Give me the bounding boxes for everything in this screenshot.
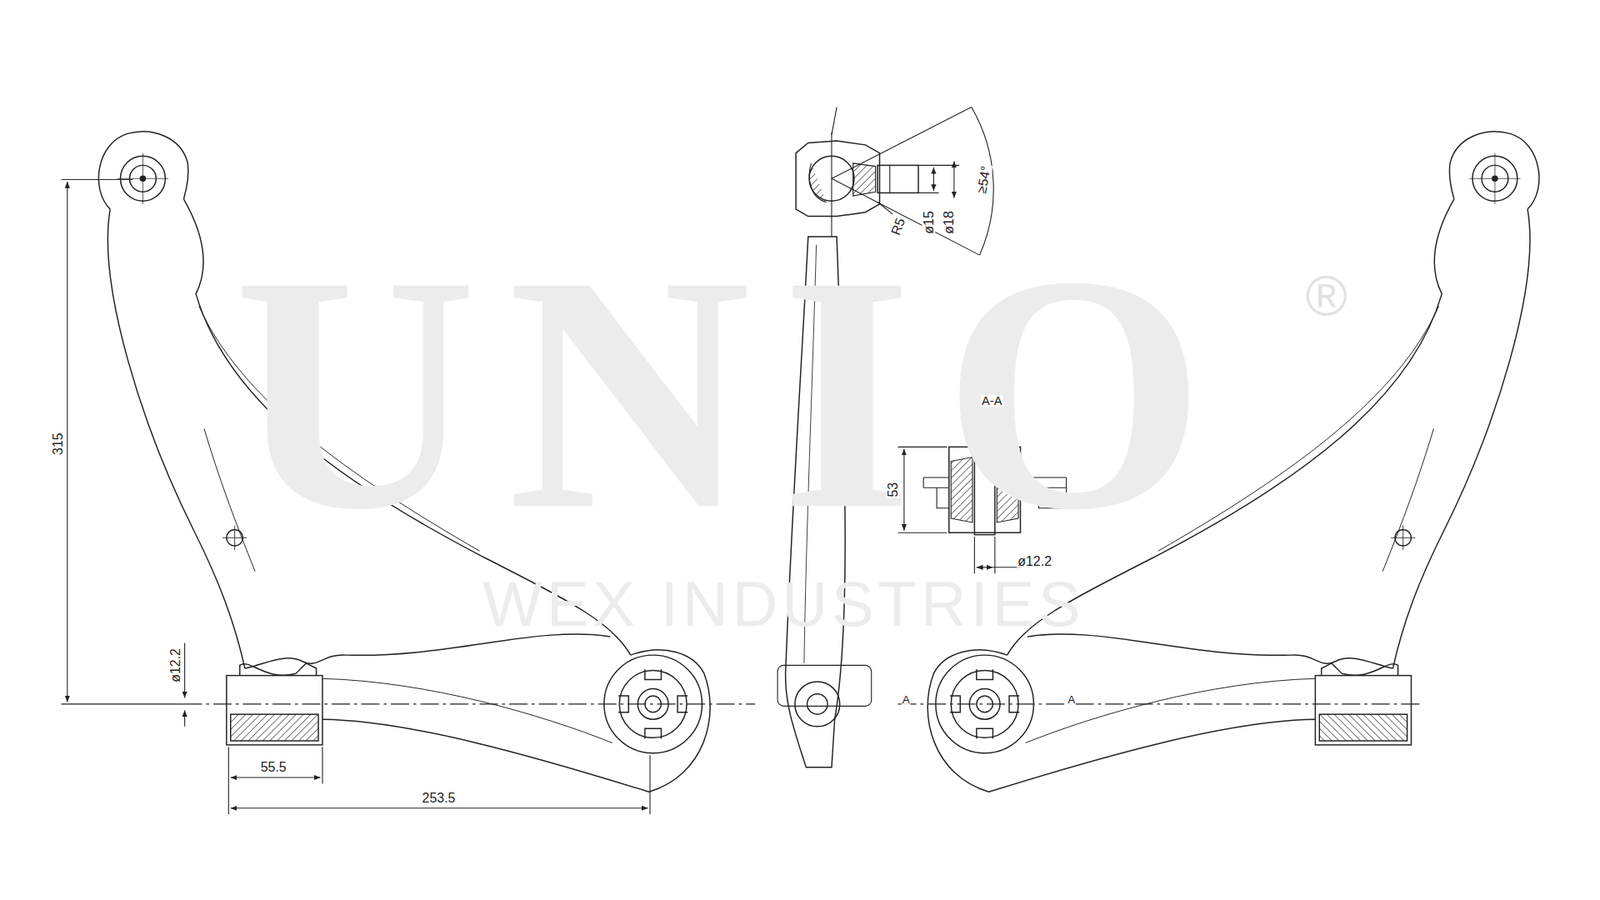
watermark: ®: [1305, 267, 1349, 325]
section-marker: A: [901, 694, 911, 705]
dimension-label: 55.5: [259, 760, 287, 775]
dimension-label: ø12.2: [169, 647, 183, 684]
dimension-label: ø18: [942, 210, 956, 235]
dimension-label: ø15: [921, 210, 935, 235]
dimension-label: 315: [51, 431, 65, 456]
watermark: UNIO: [234, 224, 1236, 561]
dimension-label: 253.5: [420, 791, 456, 805]
dimension-label: ø12.2: [1016, 555, 1053, 569]
dimension-label: ≥54°: [975, 164, 994, 195]
watermark: WEX INDUSTRIES: [482, 572, 1085, 636]
section-marker: A: [1066, 694, 1076, 705]
dimension-label: 53: [885, 481, 900, 499]
section-label: A-A: [980, 395, 1004, 408]
